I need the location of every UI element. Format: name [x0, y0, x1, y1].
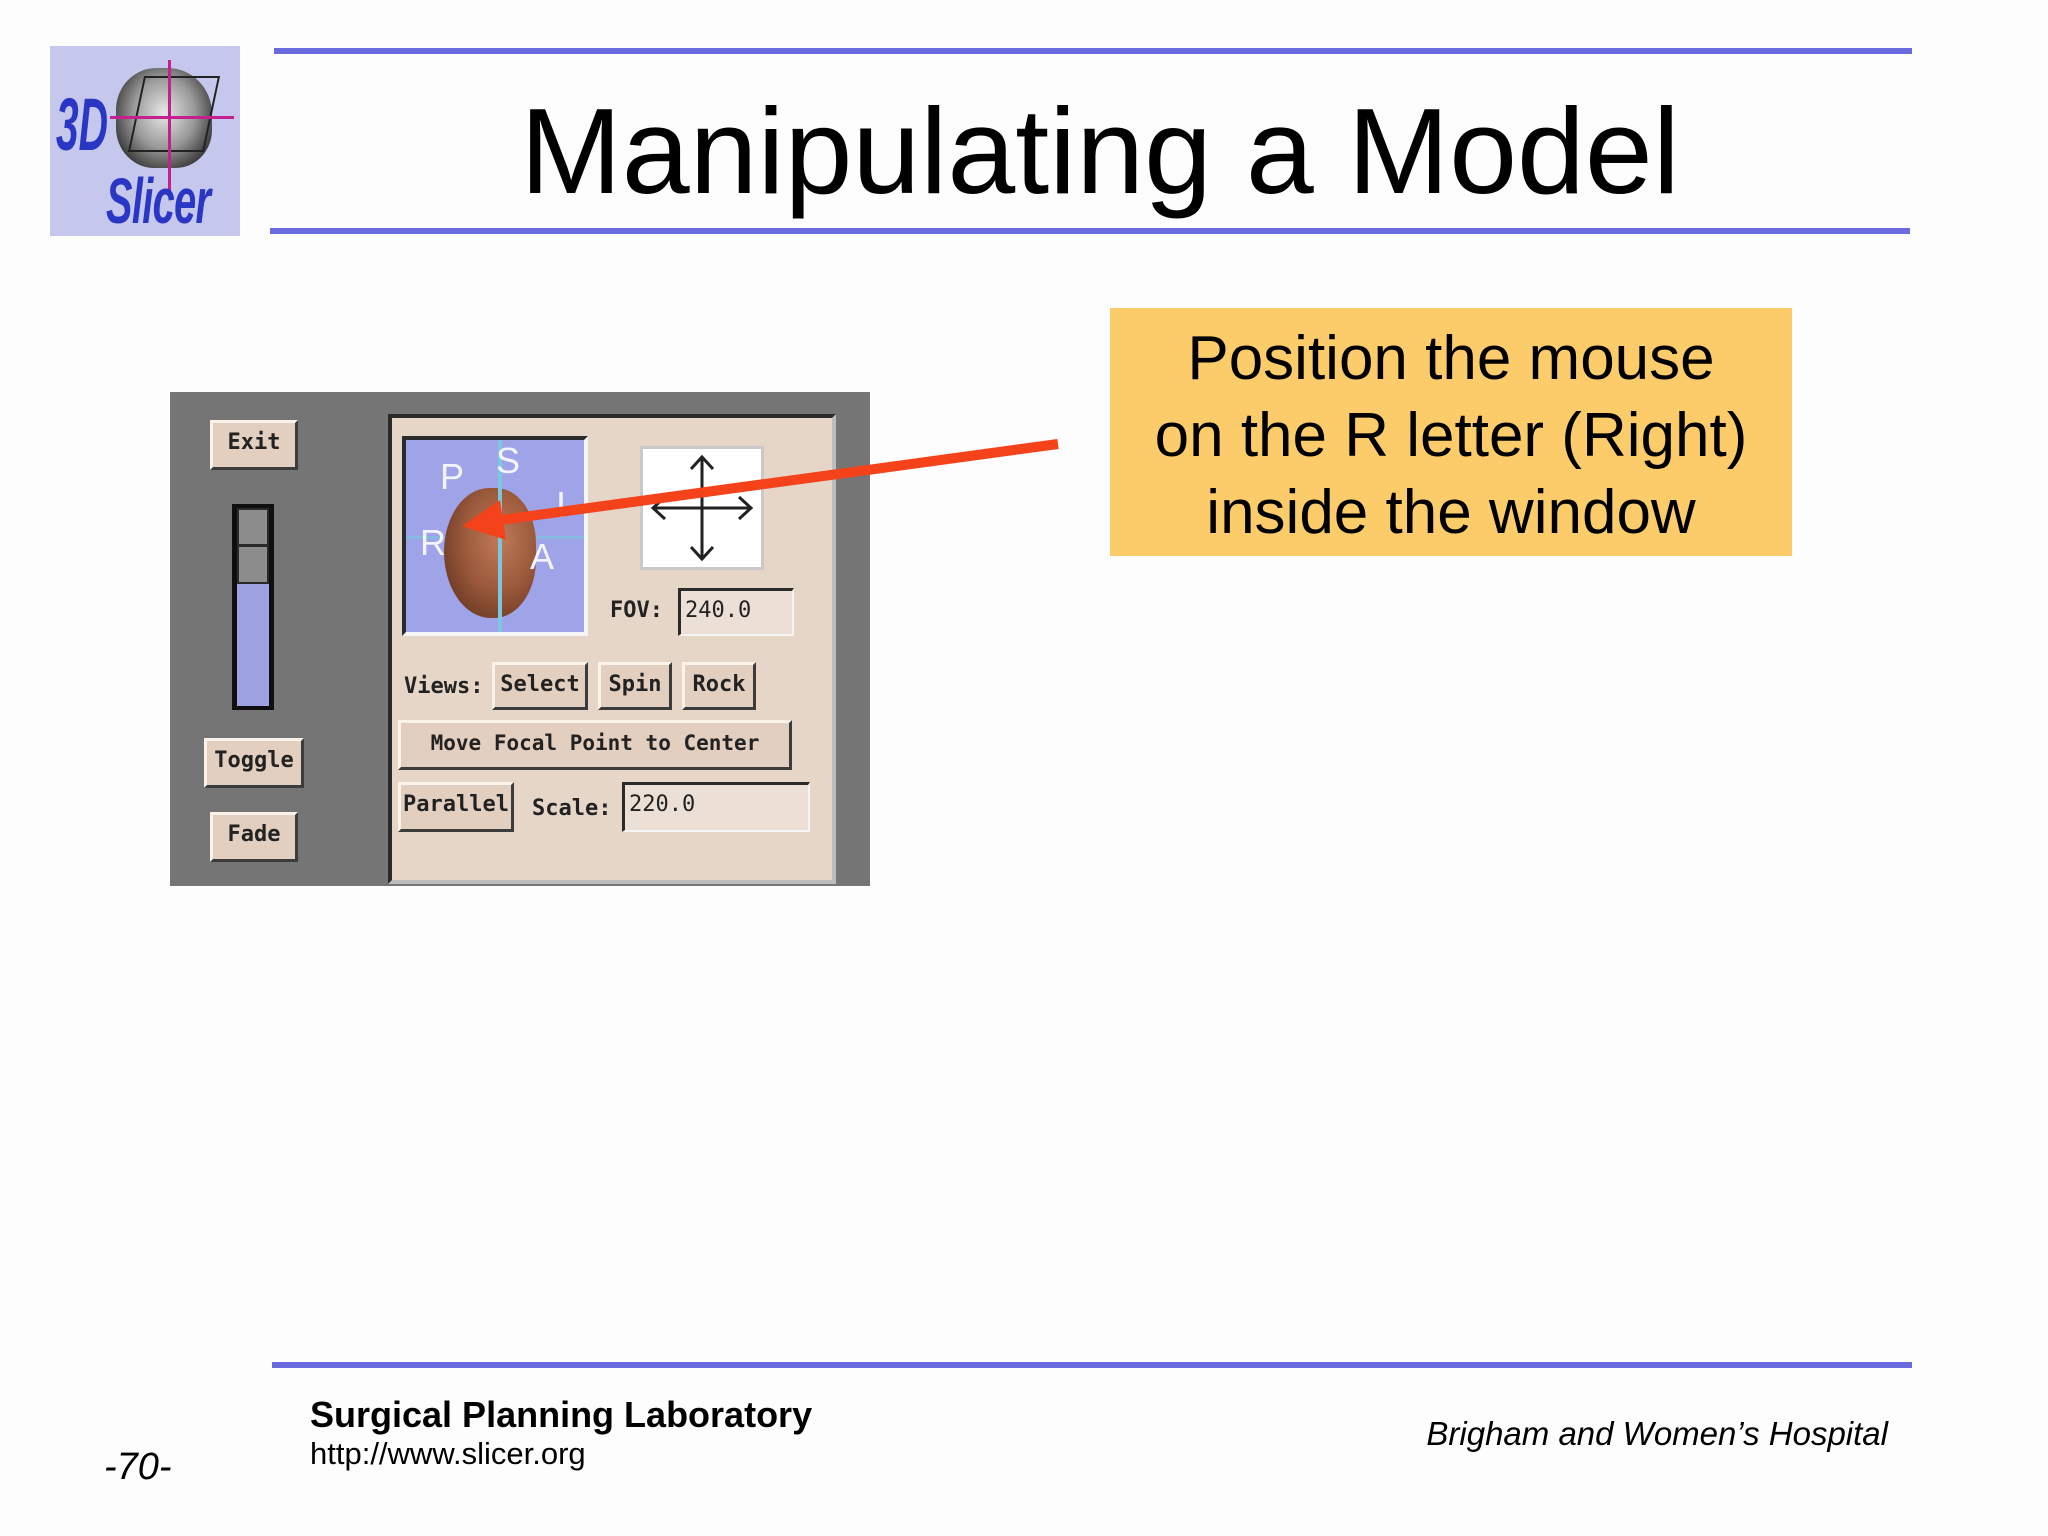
view-controls-panel: P S R A I FOV: 240.0 Views: Select Spin — [388, 414, 836, 884]
callout-line: Position the mouse — [1187, 324, 1715, 393]
slicer-view-controls-window: Exit Toggle Fade P S R A I — [170, 392, 870, 886]
instruction-callout: Position the mouse on the R letter (Righ… — [1110, 308, 1792, 556]
navigation-arrows-widget[interactable] — [640, 446, 764, 570]
callout-line: on the R letter (Right) — [1154, 401, 1748, 470]
fov-label: FOV: — [610, 598, 663, 623]
title-top-rule — [274, 48, 1912, 54]
page-number: -70- — [104, 1446, 172, 1488]
footer-rule — [272, 1362, 1912, 1368]
views-label: Views: — [404, 674, 484, 699]
rock-button[interactable]: Rock — [682, 662, 756, 710]
fov-input[interactable]: 240.0 — [678, 588, 794, 636]
parallel-button[interactable]: Parallel — [398, 782, 514, 832]
plane-line-vertical — [168, 60, 171, 194]
select-button[interactable]: Select — [492, 662, 588, 710]
orientation-label-s: S — [496, 440, 521, 481]
fade-button[interactable]: Fade — [210, 812, 298, 862]
logo-text-slicer: Slicer — [106, 165, 211, 236]
orientation-label-r[interactable]: R — [420, 522, 446, 563]
callout-line: inside the window — [1206, 478, 1696, 547]
plane-line-horizontal — [110, 116, 234, 119]
slider-fill — [237, 584, 269, 706]
slider-thumb[interactable] — [237, 508, 269, 584]
exit-button[interactable]: Exit — [210, 420, 298, 470]
slicer-logo: 3D Slicer — [50, 46, 240, 236]
slide-title: Manipulating a Model — [520, 83, 1680, 219]
footer-organization: Surgical Planning Laboratory — [310, 1394, 813, 1435]
spin-button[interactable]: Spin — [598, 662, 672, 710]
footer-hospital: Brigham and Women’s Hospital — [1426, 1415, 1888, 1452]
scale-input[interactable]: 220.0 — [622, 782, 810, 832]
orientation-label-i: I — [556, 484, 567, 525]
move-arrows-icon — [650, 454, 754, 562]
scale-label: Scale: — [532, 796, 612, 821]
slider-thumb-grip — [239, 544, 267, 547]
arrow-shaft — [485, 439, 1059, 527]
move-focal-point-button[interactable]: Move Focal Point to Center — [398, 720, 792, 770]
orientation-label-a: A — [530, 536, 555, 577]
logo-text-3d: 3D — [56, 83, 109, 166]
arrow-head-icon — [462, 500, 506, 540]
footer-url-link[interactable]: http://www.slicer.org — [310, 1436, 586, 1471]
title-bottom-rule — [270, 228, 1910, 234]
orientation-label-p: P — [440, 456, 465, 497]
toggle-button[interactable]: Toggle — [204, 738, 304, 788]
